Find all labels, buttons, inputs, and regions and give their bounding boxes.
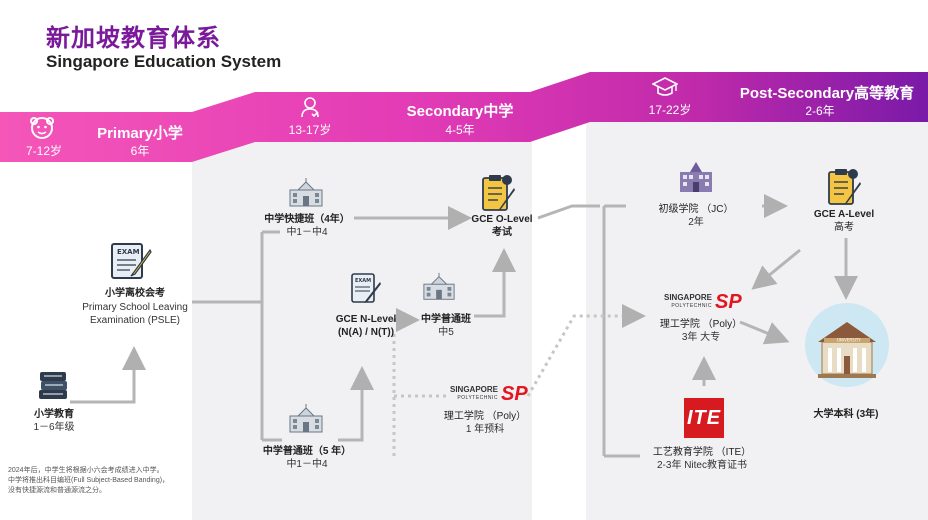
exam-paper-icon: EXAM [350, 272, 382, 311]
poly-sub: 3年 大专 [681, 332, 721, 343]
banner-shape [0, 72, 928, 162]
poly-label: 理工学院 （Poly） [659, 319, 743, 330]
school-building-icon [288, 178, 324, 213]
student-icon [300, 96, 320, 123]
secondary-duration: 4-5年 [445, 123, 475, 137]
college-building-icon [676, 160, 716, 199]
university-label: 大学本科 (3年) [813, 409, 879, 420]
ite-sub: 2-3年 Nitec教育证书 [656, 460, 747, 471]
n-level-sub: (N(A) / N(T)) [337, 327, 395, 338]
page-title: 新加坡教育体系 [46, 25, 221, 52]
secondary-stage-name: Secondary中学 [406, 103, 514, 120]
a-level-label: GCE A-Level [813, 209, 875, 220]
svg-text:EXAM: EXAM [355, 278, 371, 284]
a-level-sub: 高考 [834, 222, 854, 233]
sp-logo-word: SINGAPORE [664, 293, 713, 302]
express-label: 中学快捷班（4年） [264, 214, 350, 225]
sp-logo-mark: SP [501, 383, 528, 405]
university-icon: UNIVERSITY [804, 302, 890, 393]
secondary-age: 13-17岁 [288, 123, 332, 137]
express-sub: 中1－中4 [286, 227, 328, 238]
poly-foundation-label: 理工学院 （Poly） [443, 411, 527, 422]
normal5-label: 中学普通班（5 年） [262, 446, 352, 457]
books-icon [36, 368, 70, 407]
child-face-icon [28, 114, 56, 145]
psle-sub-2: Examination (PSLE) [89, 315, 181, 326]
school-building-icon [422, 272, 456, 307]
school-building-icon [288, 404, 324, 439]
post-secondary-duration: 2-6年 [805, 104, 835, 118]
normal-sec5-sub: 中5 [438, 327, 454, 338]
footnote: 2024年后，中学生将根据小六会考成绩进入中学。 中学将推出科目编班(Full … [8, 466, 198, 496]
o-level-sub: 考试 [492, 227, 512, 238]
footnote-line-3: 没有快捷源流和普通源流之分。 [8, 487, 106, 494]
ite-logo: ITE [684, 398, 724, 438]
n-level-label: GCE N-Level [335, 314, 397, 325]
poly-foundation-sub: 1 年预科 [465, 424, 505, 435]
psle-label: 小学离校会考 [105, 288, 165, 299]
normal-sec5-label: 中学普通班 [421, 314, 471, 325]
secondary-panel [192, 140, 532, 520]
primary-edu-label: 小学教育 [34, 409, 74, 420]
primary-duration: 6年 [130, 144, 150, 158]
exam-clipboard-icon [826, 166, 862, 211]
sp-logo-small: POLYTECHNIC [457, 395, 499, 401]
primary-edu-sub: 1－6年级 [33, 422, 75, 433]
normal5-sub: 中1－中4 [286, 459, 328, 470]
primary-age: 7-12岁 [25, 144, 63, 158]
footnote-line-2: 中学将推出科目编班(Full Subject-Based Banding)， [8, 477, 170, 484]
ite-label: 工艺教育学院 （ITE） [652, 447, 752, 458]
o-level-label: GCE O-Level [471, 214, 533, 225]
exam-clipboard-icon [480, 172, 516, 217]
post-secondary-stage-name: Post-Secondary高等教育 [739, 85, 915, 102]
psle-sub-1: Primary School Leaving [82, 302, 188, 313]
jc-sub: 2年 [688, 217, 704, 228]
svg-text:EXAM: EXAM [117, 248, 140, 256]
footnote-line-1: 2024年后，中学生将根据小六会考成绩进入中学。 [8, 467, 164, 474]
sp-logo-mark: SP [715, 291, 742, 313]
stage-banner [0, 72, 928, 162]
jc-label: 初级学院 （JC） [658, 204, 734, 215]
svg-text:UNIVERSITY: UNIVERSITY [837, 338, 861, 343]
sp-logo-word: SINGAPORE [450, 385, 499, 394]
sp-logo-small: POLYTECHNIC [671, 303, 713, 309]
exam-paper-icon: EXAM [110, 242, 152, 285]
post-secondary-age: 17-22岁 [648, 103, 692, 117]
primary-stage-name: Primary小学 [97, 125, 183, 142]
graduation-cap-icon [651, 76, 679, 103]
page-subtitle: Singapore Education System [46, 52, 282, 71]
